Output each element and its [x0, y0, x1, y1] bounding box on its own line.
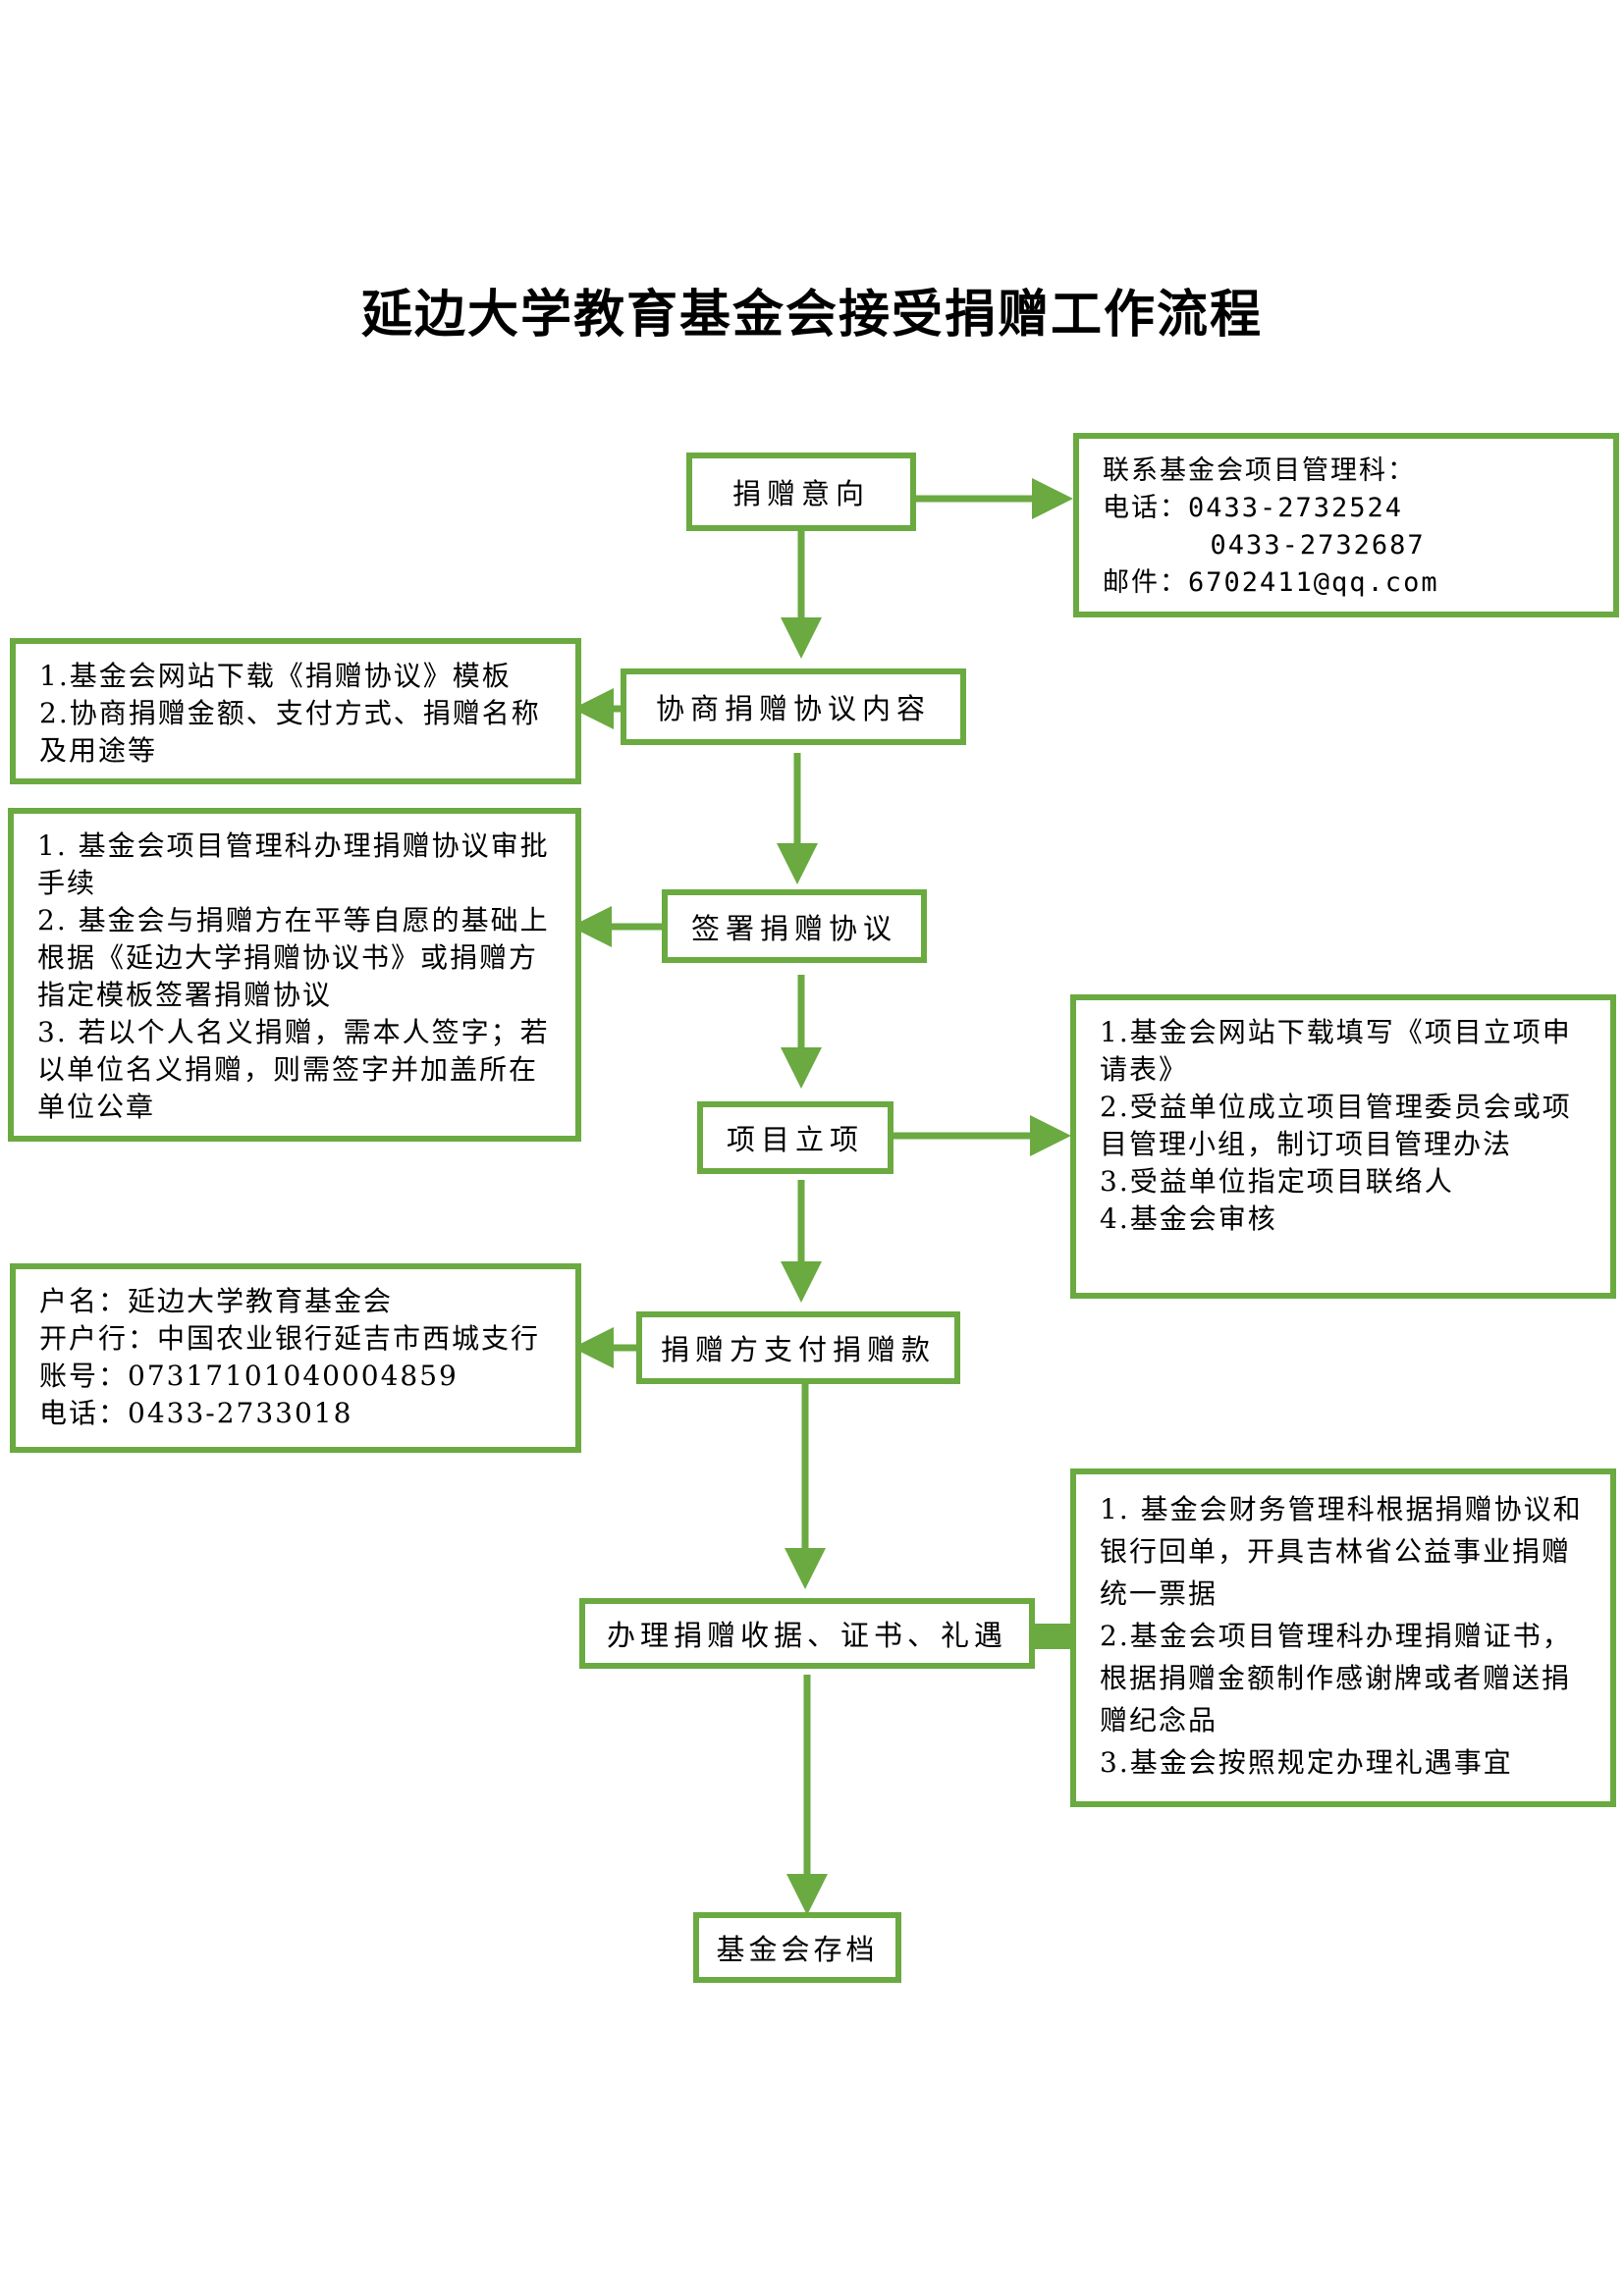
note-contact: 联系基金会项目管理科： 电话：0433-2732524 0433-2732687…	[1073, 433, 1619, 617]
step-negotiate: 协商捐赠协议内容	[621, 668, 966, 745]
step-project: 项目立项	[697, 1101, 893, 1174]
payment-line: 电话：0433-2733018	[39, 1397, 353, 1429]
step-receipt: 办理捐赠收据、证书、礼遇	[579, 1598, 1035, 1669]
note-receipt: 1. 基金会财务管理科根据捐赠协议和银行回单，开具吉林省公益事业捐赠统一票据 2…	[1070, 1468, 1616, 1807]
project-line: 2.受益单位成立项目管理委员会或项目管理小组，制订项目管理办法	[1100, 1091, 1572, 1160]
contact-line: 电话：0433-2732524	[1103, 493, 1404, 523]
receipt-line: 3.基金会按照规定办理礼遇事宜	[1100, 1746, 1513, 1779]
project-line: 1.基金会网站下载填写《项目立项申请表》	[1100, 1016, 1572, 1086]
step-archive: 基金会存档	[693, 1912, 901, 1983]
negotiate-line: 2.协商捐赠金额、支付方式、捐赠名称及用途等	[39, 697, 541, 767]
payment-line: 户名：延边大学教育基金会	[39, 1285, 394, 1317]
sign-line: 1. 基金会项目管理科办理捐赠协议审批手续	[37, 829, 550, 899]
payment-line: 开户行：中国农业银行延吉市西城支行	[39, 1322, 541, 1355]
contact-line: 联系基金会项目管理科：	[1103, 455, 1416, 486]
payment-line: 账号：07317101040004859	[39, 1360, 459, 1392]
project-line: 3.受益单位指定项目联络人	[1100, 1165, 1454, 1198]
project-line: 4.基金会审核	[1100, 1202, 1277, 1235]
step-intent: 捐赠意向	[686, 453, 916, 531]
page-title: 延边大学教育基金会接受捐赠工作流程	[360, 286, 1263, 345]
note-sign: 1. 基金会项目管理科办理捐赠协议审批手续 2. 基金会与捐赠方在平等自愿的基础…	[8, 808, 581, 1142]
note-project: 1.基金会网站下载填写《项目立项申请表》 2.受益单位成立项目管理委员会或项目管…	[1070, 994, 1616, 1299]
contact-line: 0433-2732687	[1103, 530, 1426, 561]
note-negotiate: 1.基金会网站下载《捐赠协议》模板 2.协商捐赠金额、支付方式、捐赠名称及用途等	[10, 638, 581, 784]
receipt-line: 2.基金会项目管理科办理捐赠证书，根据捐赠金额制作感谢牌或者赠送捐赠纪念品	[1100, 1620, 1572, 1736]
negotiate-line: 1.基金会网站下载《捐赠协议》模板	[39, 660, 512, 692]
note-payment: 户名：延边大学教育基金会 开户行：中国农业银行延吉市西城支行 账号：073171…	[10, 1263, 581, 1453]
receipt-line: 1. 基金会财务管理科根据捐赠协议和银行回单，开具吉林省公益事业捐赠统一票据	[1100, 1493, 1583, 1610]
contact-line: 邮件：6702411@qq.com	[1103, 567, 1439, 598]
step-sign: 签署捐赠协议	[662, 889, 927, 963]
sign-line: 3. 若以个人名义捐赠，需本人签字；若以单位名义捐赠，则需签字并加盖所在单位公章	[37, 1016, 550, 1123]
step-payment: 捐赠方支付捐赠款	[636, 1311, 960, 1384]
sign-line: 2. 基金会与捐赠方在平等自愿的基础上根据《延边大学捐赠协议书》或捐赠方指定模板…	[37, 904, 550, 1011]
connector-receipt-note	[1031, 1624, 1070, 1649]
